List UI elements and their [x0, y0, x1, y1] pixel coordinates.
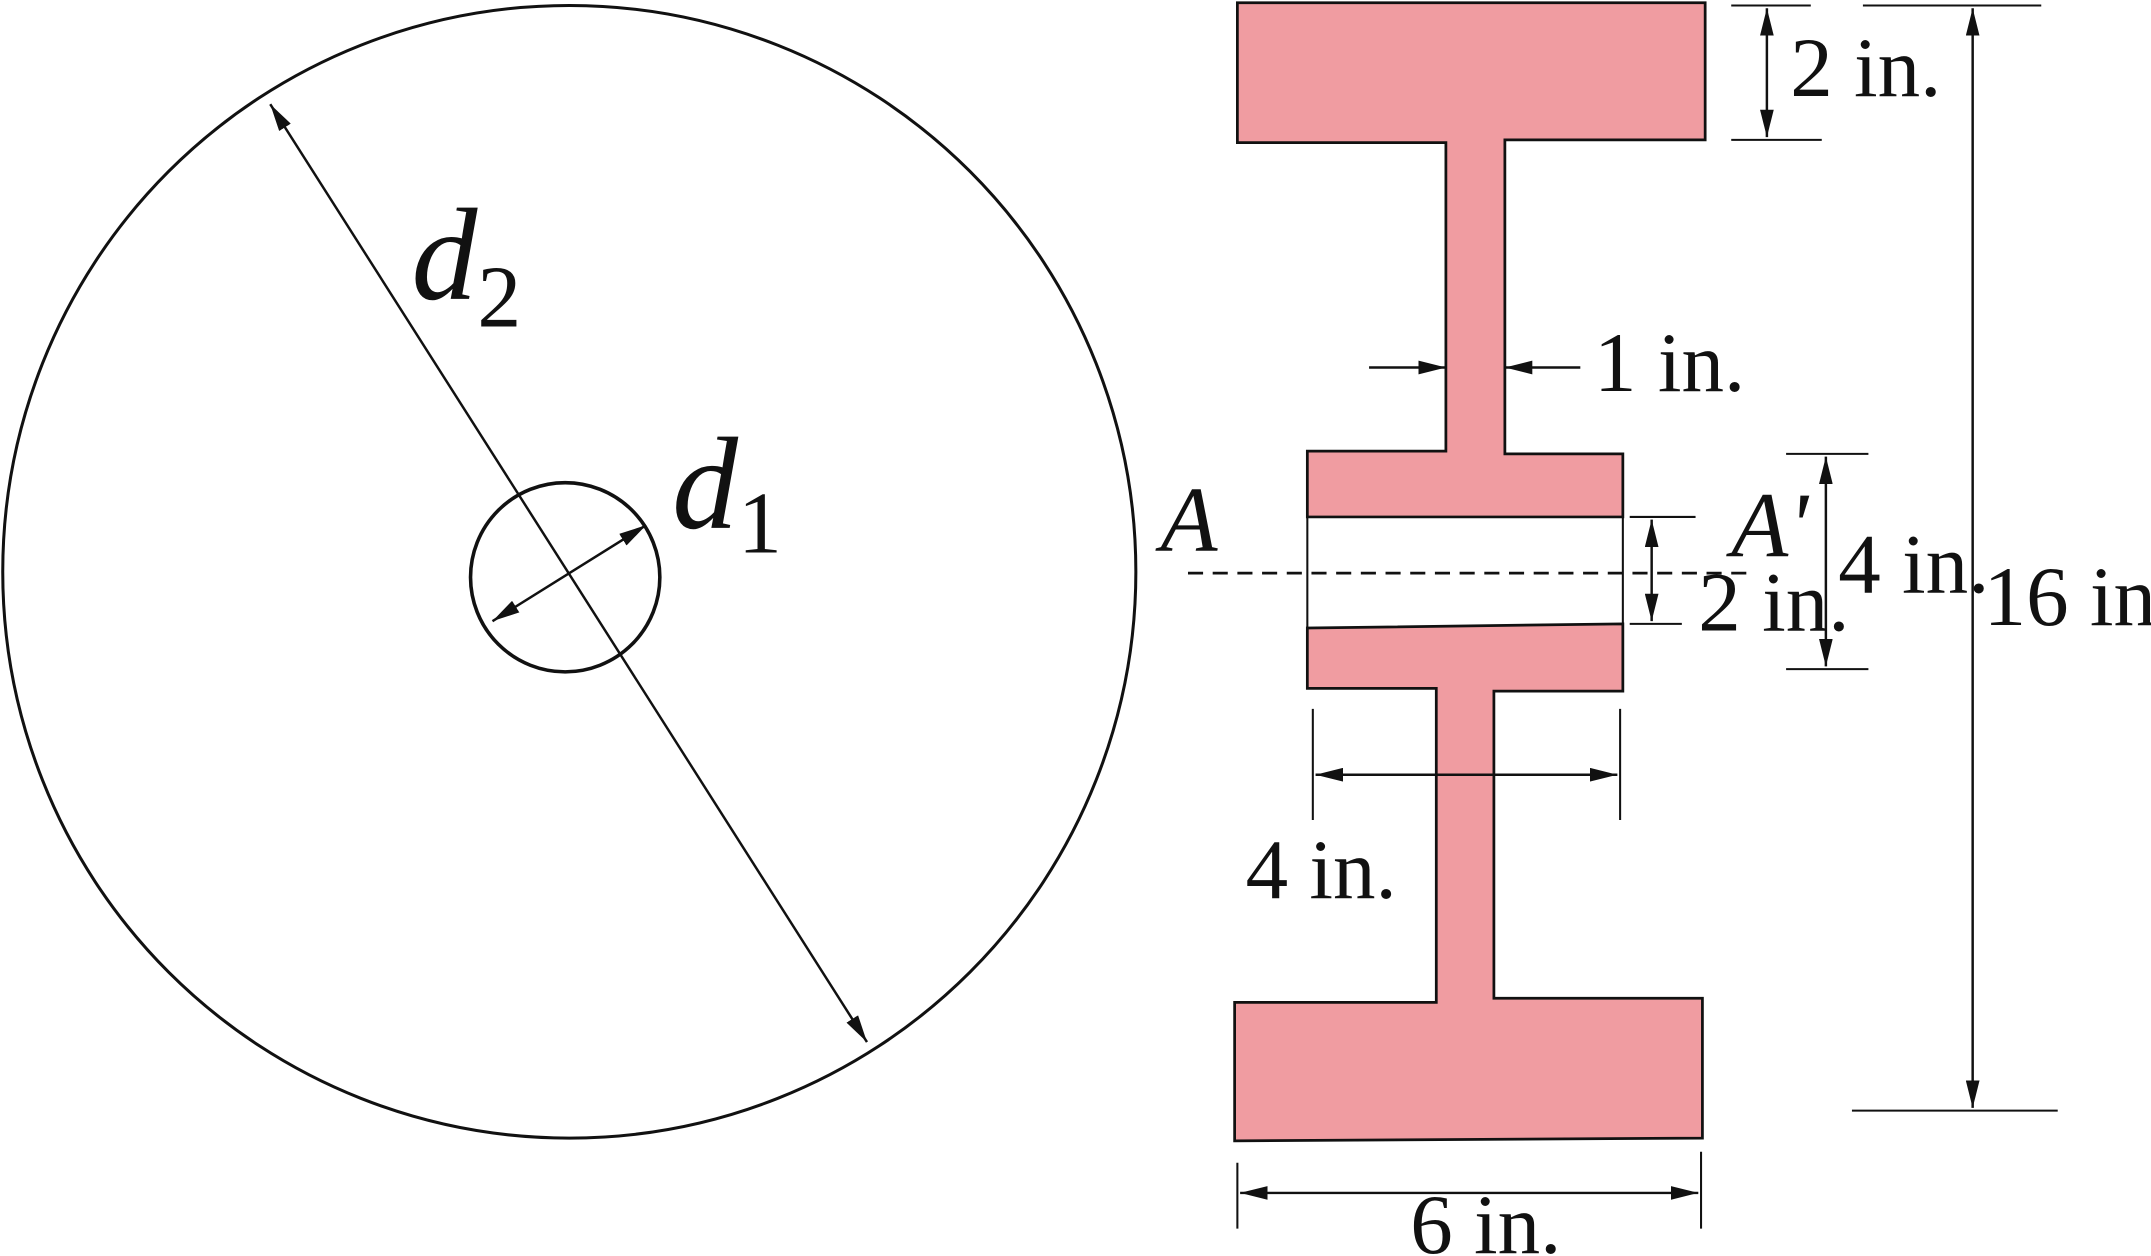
outer-diameter-label: d2 — [412, 183, 522, 345]
hub-height-label: 4 in. — [1838, 517, 1989, 611]
flange-width-label: 6 in. — [1410, 1178, 1561, 1256]
cross-section-figure: A A' 2 in. 1 in. 2 in. 4 in. 16 in. 4 in… — [1155, 1, 2151, 1256]
upper-section-shape — [1236, 1, 1707, 519]
web-thickness-label: 1 in. — [1594, 316, 1745, 410]
lower-section-shape — [1233, 622, 1704, 1143]
inner-diameter-arrow — [491, 524, 647, 623]
inner-circle — [468, 480, 662, 674]
section-label-right: A' — [1725, 475, 1810, 578]
hub-width-label: 4 in. — [1246, 823, 1397, 917]
total-height-label: 16 in. — [1984, 550, 2151, 644]
flange-thickness-label: 2 in. — [1790, 21, 1941, 115]
disk-figure: d2 d1 — [1, 3, 1138, 1140]
inner-diameter-label: d1 — [672, 412, 782, 572]
outer-circle — [1, 3, 1138, 1140]
section-label-left: A — [1155, 469, 1219, 572]
